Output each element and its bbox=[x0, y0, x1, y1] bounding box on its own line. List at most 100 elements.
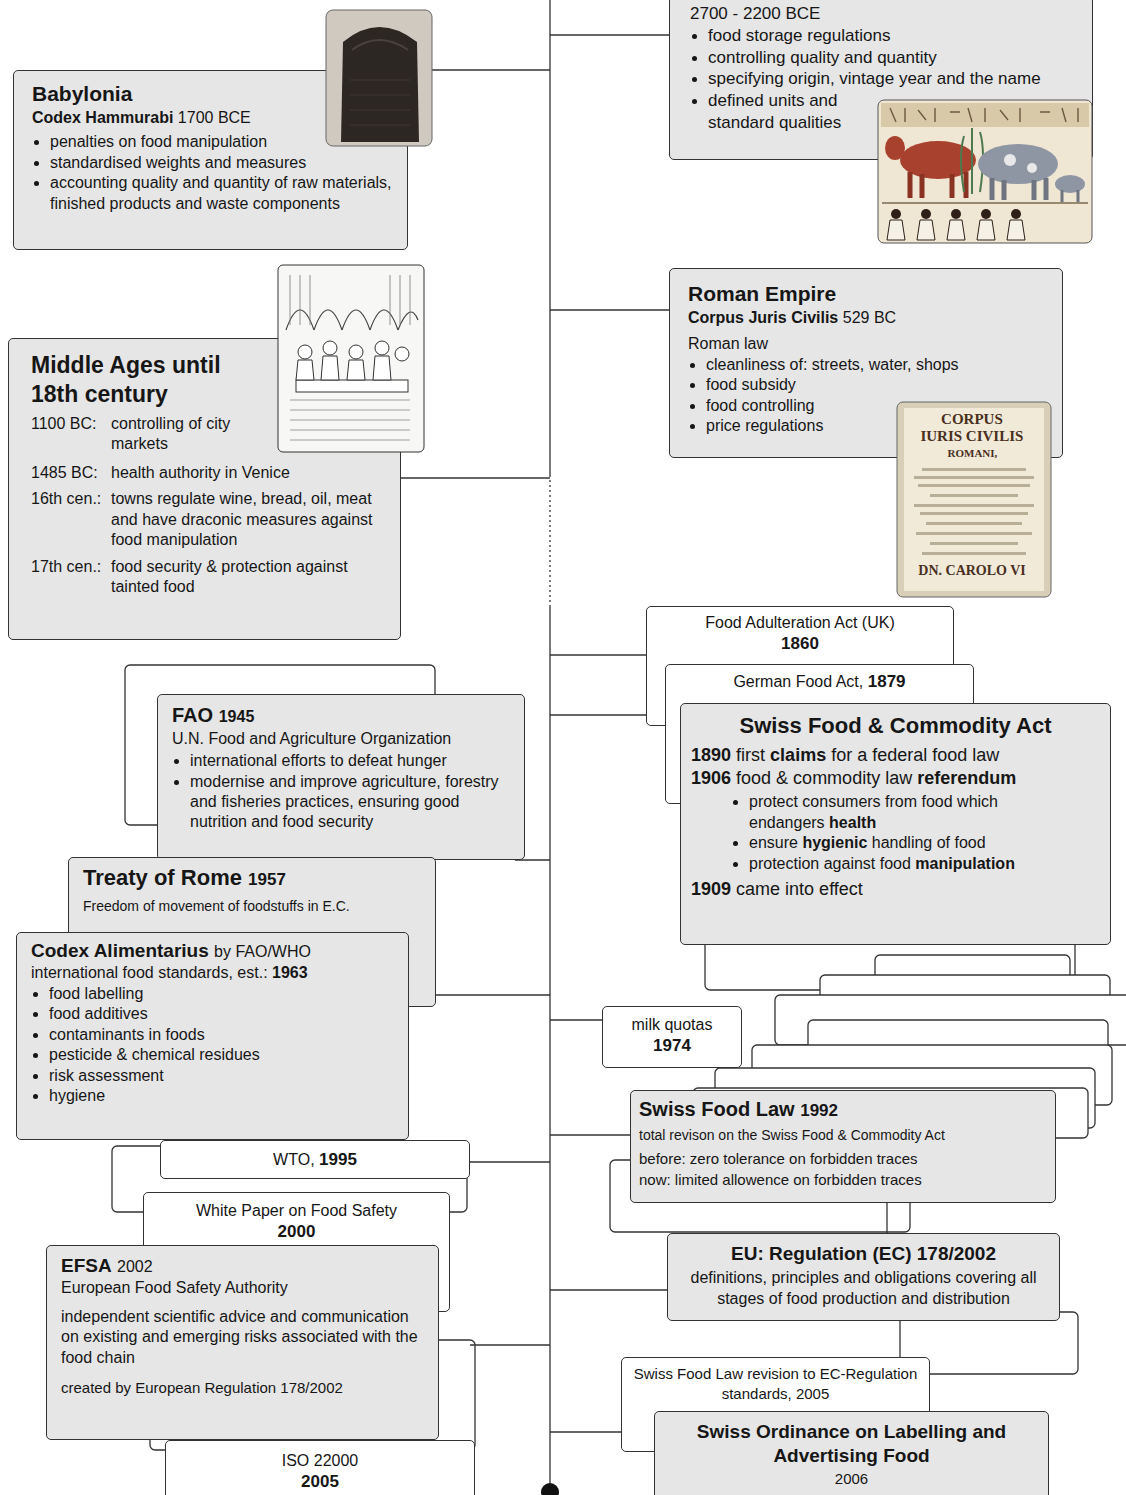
box-text: accounting quality and quantity of raw m… bbox=[50, 174, 392, 211]
book-picture bbox=[897, 402, 1051, 597]
box-text: 2006 bbox=[835, 1470, 868, 1487]
era-box: Codex Alimentariusby FAO/WHOinternationa… bbox=[16, 932, 409, 1140]
leader-line bbox=[550, 34, 680, 35]
bold-text: Corpus Juris Civilis bbox=[688, 309, 838, 326]
text-line: Freedom of movement of foodstuffs in E.C… bbox=[83, 896, 425, 916]
box-text: Freedom of movement of foodstuffs in E.C… bbox=[83, 898, 350, 914]
text-line: Codex Alimentariusby FAO/WHO bbox=[31, 939, 398, 963]
event-box: WTO, 1995 bbox=[160, 1140, 470, 1179]
ground-line bbox=[882, 202, 1088, 204]
book-text-lines bbox=[914, 468, 1034, 555]
box-heading: Treaty of Rome bbox=[83, 865, 242, 890]
picture-caption: ROMANI, bbox=[897, 447, 1051, 459]
text-line: Babylonia bbox=[32, 81, 395, 108]
bullet-item: controlling quality and quantity bbox=[708, 47, 1078, 69]
box-text: WTO, bbox=[273, 1151, 314, 1168]
text-line: 1485 BC:health authority in Venice bbox=[31, 463, 388, 483]
box-text: first bbox=[736, 745, 765, 765]
box-text: came into effect bbox=[736, 879, 863, 899]
leader-line bbox=[550, 1134, 640, 1135]
box-text: penalties on food manipulation bbox=[50, 133, 267, 150]
era-box: EU: Regulation (EC) 178/2002 definitions,… bbox=[667, 1233, 1060, 1321]
box-text: specifying origin, vintage year and the … bbox=[708, 69, 1041, 88]
text-line: definitions, principles and obligations … bbox=[678, 1268, 1049, 1309]
text-line: Treaty of Rome 1957 bbox=[83, 864, 425, 892]
text-line: total revison on the Swiss Food & Commod… bbox=[639, 1125, 1047, 1145]
text-line: German Food Act,1879 bbox=[674, 671, 965, 693]
box-text: 1700 BCE bbox=[178, 109, 251, 126]
bold-text: 2005 bbox=[301, 1472, 339, 1491]
stele-inscription bbox=[350, 80, 410, 125]
picture-caption: DN. CAROLO VI bbox=[897, 563, 1051, 578]
bold-text: 1995 bbox=[319, 1150, 357, 1169]
era-box: EFSA2002European Food Safety Authorityin… bbox=[46, 1245, 439, 1440]
bullet-item: cleanliness of: streets, water, shops bbox=[706, 355, 1050, 375]
woodcut-arches bbox=[286, 310, 418, 330]
box-text: 1485 BC: bbox=[31, 463, 111, 483]
box-text: controlling quality and quantity bbox=[708, 48, 937, 67]
bold-text: claims bbox=[770, 745, 826, 765]
bold-text: 1945 bbox=[219, 708, 255, 725]
cow-spot bbox=[1004, 154, 1016, 166]
box-text: 16th cen.: bbox=[31, 489, 111, 509]
text-line: Roman Empire bbox=[688, 281, 1050, 308]
timeline-axis bbox=[549, 605, 550, 1490]
bold-text: 1890 bbox=[691, 745, 731, 765]
box-text: total revison on the Swiss Food & Commod… bbox=[639, 1127, 945, 1143]
people-bodies bbox=[887, 220, 1025, 240]
bullet-item: risk assessment bbox=[49, 1066, 398, 1086]
text-line: Swiss Ordinance on Labelling and Adverti… bbox=[665, 1420, 1038, 1469]
box-heading: EFSA bbox=[61, 1255, 112, 1276]
egyptian-cattle-picture bbox=[878, 100, 1092, 243]
era-box: 2700 - 2200 BCEfood storage regulations c… bbox=[669, 0, 1093, 160]
box-text: now: limited allowence on forbidden trac… bbox=[639, 1171, 922, 1188]
leader-line bbox=[390, 477, 550, 478]
text-line: international food standards, est.:1963 bbox=[31, 963, 398, 983]
bullet-item: specifying origin, vintage year and the … bbox=[708, 68, 1078, 90]
box-heading: Swiss Ordinance on Labelling and Adverti… bbox=[697, 1421, 1006, 1466]
picture-frame bbox=[326, 10, 432, 146]
woodcut-picture bbox=[278, 265, 424, 452]
text-line: created by European Regulation 178/2002 bbox=[61, 1378, 428, 1398]
grey-cow-legs bbox=[992, 178, 1046, 200]
box-text: protection against food bbox=[749, 855, 911, 872]
box-text: by FAO/WHO bbox=[214, 943, 311, 960]
picture-frame bbox=[897, 402, 1051, 597]
box-heading: EU: Regulation (EC) 178/2002 bbox=[731, 1243, 996, 1264]
hieroglyph-band bbox=[881, 103, 1089, 127]
bullet-item: pesticide & chemical residues bbox=[49, 1045, 398, 1065]
text-line: 1909came into effect bbox=[691, 878, 1100, 901]
text-line: U.N. Food and Agriculture Organization bbox=[172, 729, 514, 749]
box-text: food storage regulations bbox=[708, 26, 890, 45]
text-line: 2700 - 2200 BCE bbox=[690, 3, 1078, 25]
box-text: 17th cen.: bbox=[31, 557, 111, 577]
people-row bbox=[891, 209, 1021, 219]
bold-text: 1974 bbox=[653, 1036, 691, 1055]
bold-text: 1992 bbox=[800, 1101, 838, 1120]
bold-text: referendum bbox=[917, 768, 1016, 788]
red-cow-head bbox=[885, 136, 905, 160]
text-line: 2005 bbox=[174, 1471, 466, 1493]
text-line: 1890firstclaimsfor a federal food law bbox=[691, 744, 1100, 767]
timeline-axis-dotted bbox=[549, 475, 550, 605]
box-heading: Babylonia bbox=[32, 82, 132, 105]
box-text: 2002 bbox=[117, 1258, 153, 1275]
text-line: Food Adulteration Act (UK) bbox=[655, 613, 945, 633]
box-text: U.N. Food and Agriculture Organization bbox=[172, 730, 451, 747]
red-cow-legs bbox=[910, 172, 966, 198]
woodcut-table bbox=[296, 380, 408, 392]
book-title-text: ROMANI, bbox=[948, 447, 998, 459]
bold-text: 1957 bbox=[248, 870, 286, 889]
bullet-item: standardised weights and measures bbox=[50, 153, 395, 173]
box-text: White Paper on Food Safety bbox=[196, 1202, 397, 1219]
text-line: Roman law bbox=[688, 334, 1050, 354]
calf bbox=[1055, 175, 1085, 193]
era-box: Middle Ages until 18th century1100 BC:co… bbox=[8, 338, 401, 640]
woodcut-floor bbox=[290, 400, 410, 440]
box-text: risk assessment bbox=[49, 1067, 164, 1084]
box-text: contaminants in foods bbox=[49, 1026, 205, 1043]
woodcut-figures bbox=[296, 341, 409, 380]
text-line: FAO1945 bbox=[172, 703, 514, 729]
box-heading: Swiss Food & Commodity Act bbox=[739, 713, 1051, 738]
box-text: Food Adulteration Act (UK) bbox=[705, 614, 894, 631]
